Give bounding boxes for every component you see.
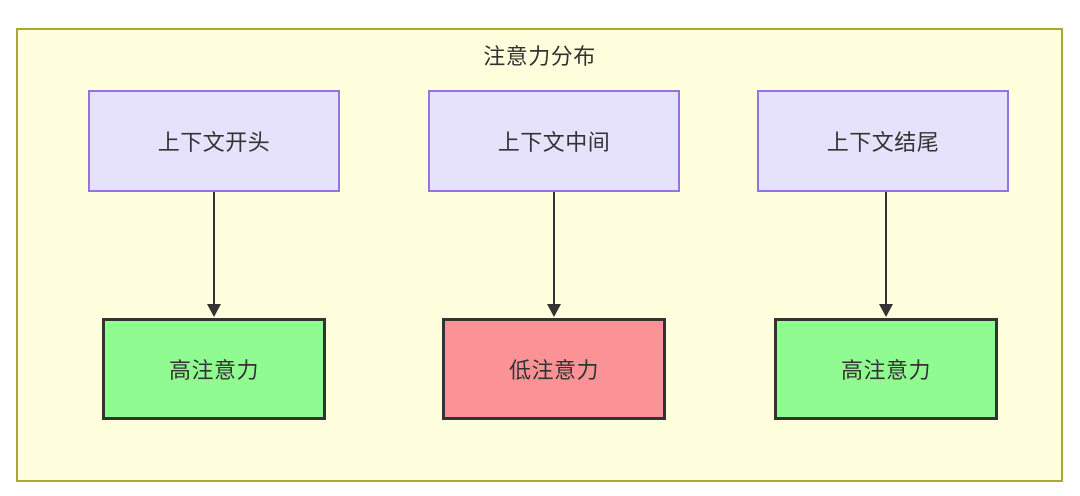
node-attention-high-start[interactable]: 高注意力 bbox=[102, 318, 326, 420]
node-context-middle[interactable]: 上下文中间 bbox=[428, 90, 680, 192]
node-context-start[interactable]: 上下文开头 bbox=[88, 90, 340, 192]
node-label: 低注意力 bbox=[508, 358, 599, 383]
node-label: 上下文中间 bbox=[497, 130, 611, 155]
node-attention-high-end[interactable]: 高注意力 bbox=[774, 318, 998, 420]
node-label: 上下文结尾 bbox=[826, 130, 940, 155]
node-label: 高注意力 bbox=[840, 358, 931, 383]
subgraph-title: 注意力分布 bbox=[483, 44, 596, 69]
node-label: 高注意力 bbox=[168, 358, 259, 383]
node-label: 上下文开头 bbox=[157, 130, 271, 155]
node-context-end[interactable]: 上下文结尾 bbox=[757, 90, 1009, 192]
node-attention-low-middle[interactable]: 低注意力 bbox=[442, 318, 666, 420]
